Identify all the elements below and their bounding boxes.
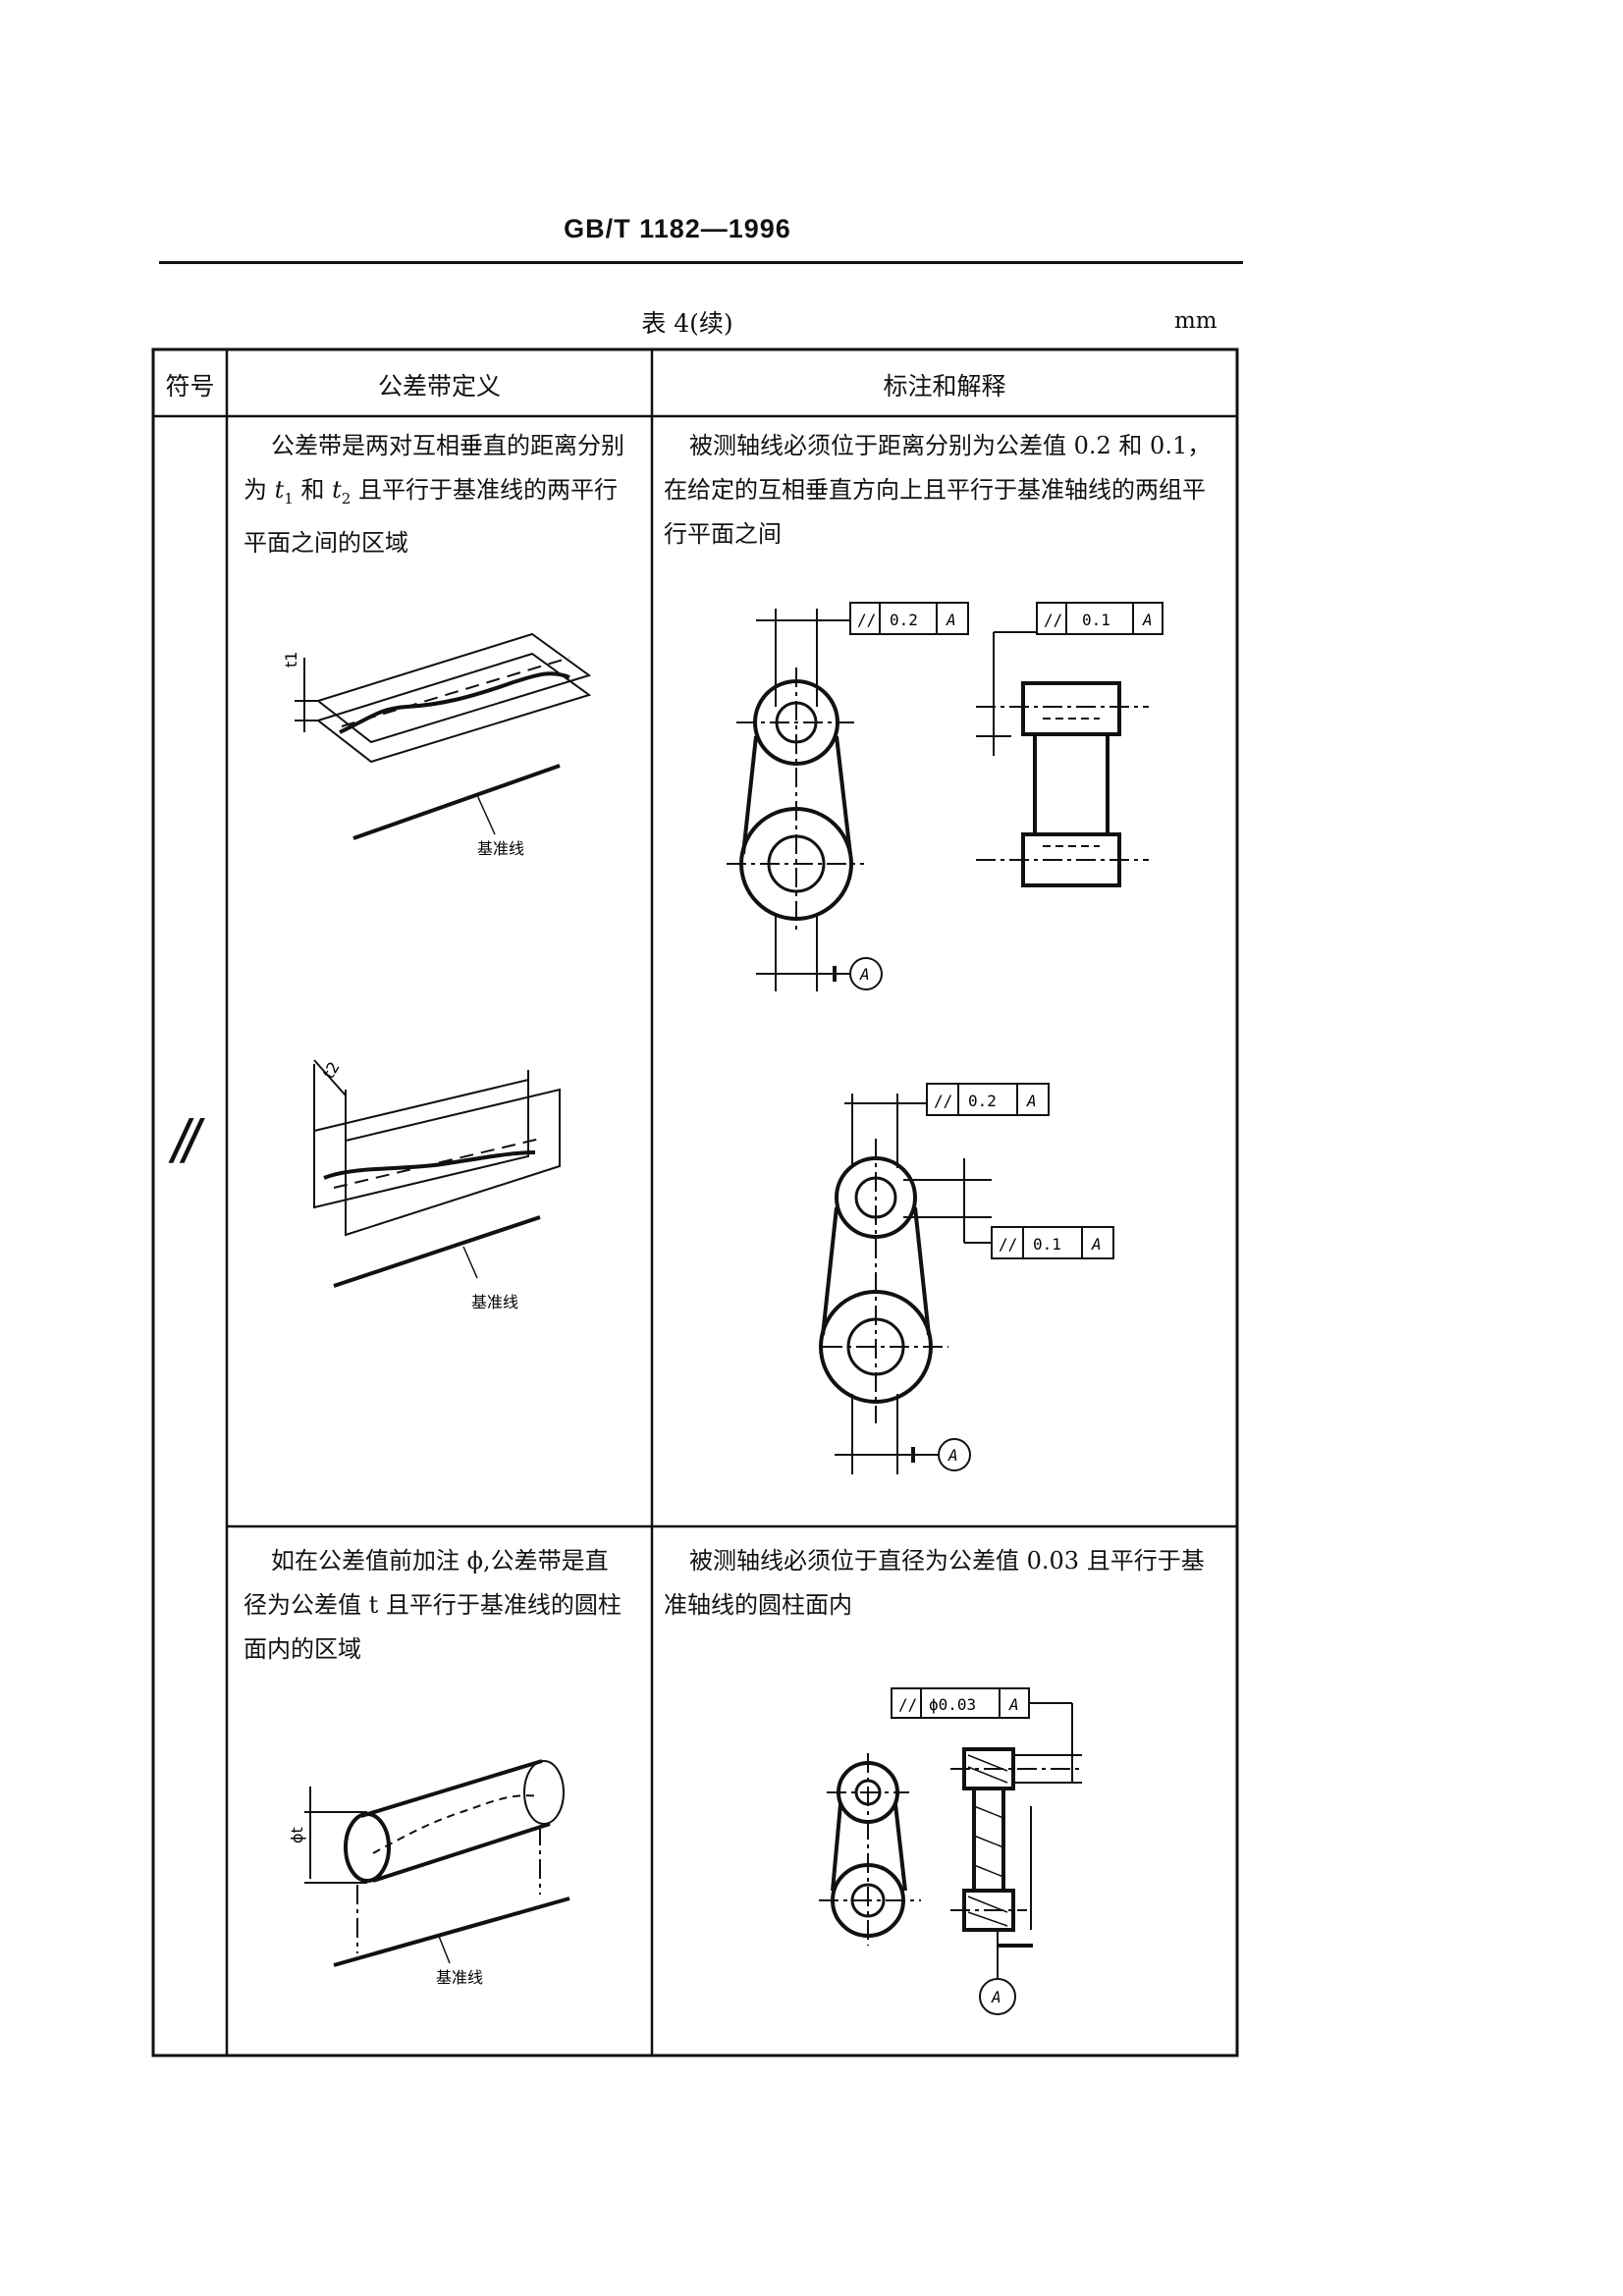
fcf-b-box (1036, 602, 1163, 635)
row2-explanation-line2: 准轴线的圆柱面内 (664, 1591, 852, 1619)
fcf-e-symbol: // (898, 1695, 917, 1714)
fcf-e-datum: A (1008, 1695, 1019, 1714)
table-caption: 表 4(续) (641, 309, 733, 338)
row2-explanation: 被测轴线必须位于直径为公差值 0.03 且平行于基 准轴线的圆柱面内 (664, 1539, 1233, 1628)
zone1-dim-label: t1 (285, 652, 300, 667)
zone1-datum-line (352, 764, 561, 840)
row1-explanation-line2: 在给定的互相垂直方向上且平行于基准轴线的两组平 (664, 476, 1206, 504)
zone2-datum-line (333, 1215, 541, 1288)
datum-a1-circle (849, 957, 883, 990)
row2-definition-line1: 如在公差值前加注 ϕ,公差带是直 (271, 1547, 609, 1575)
fcf-b-symbol: // (1044, 611, 1062, 629)
fcf-e-value: ϕ0.03 (929, 1695, 976, 1714)
fcf-c-value: 0.2 (968, 1092, 997, 1110)
parallelism-symbol: // (172, 1108, 200, 1176)
datum-a1-label: A (859, 965, 870, 984)
datum-a3-label: A (991, 1988, 1001, 2006)
lever-drawing-2: // 0.2 A // 0.1 A A (819, 1083, 1114, 1474)
row1-t1: t (274, 476, 285, 504)
row1-t1-sub: 1 (284, 489, 294, 507)
row1-explanation-line1: 被测轴线必须位于距离分别为公差值 0.2 和 0.1， (689, 432, 1212, 459)
fcf-a-box (849, 602, 969, 635)
lever-drawing-3: // ϕ0.03 A A (819, 1687, 1082, 2015)
fcf-d-box (991, 1226, 1114, 1259)
zone2-plane-back (345, 1088, 561, 1237)
row1-explanation: 被测轴线必须位于距离分别为公差值 0.2 和 0.1， 在给定的互相垂直方向上且… (664, 424, 1233, 557)
fcf-b-value: 0.1 (1082, 611, 1110, 629)
cylinder-datum-label: 基准线 (436, 1968, 483, 1987)
row1-explanation-line3: 行平面之间 (664, 520, 782, 548)
row1-t2-sub: 2 (341, 489, 352, 507)
header-rule (159, 261, 1243, 264)
row1-def-text-a: 为 (243, 476, 275, 504)
row1-def-text-c: 且平行于基准线的两平行 (351, 476, 618, 504)
lever-drawing-1: // 0.2 A // 0.1 A A (727, 602, 1163, 991)
zone1-actual-axis (339, 671, 570, 734)
datum-a2-label: A (947, 1446, 958, 1465)
cylinder-zone-figure: ϕt 基准线 (288, 1759, 570, 1987)
row2-definition: 如在公差值前加注 ϕ,公差带是直 径为公差值 t 且平行于基准线的圆柱 面内的区… (243, 1539, 646, 1672)
fcf-a-value: 0.2 (890, 611, 918, 629)
row1-t2: t (332, 476, 342, 504)
row1-definition: 公差带是两对互相垂直的距离分别 为 t1 和 t2 且平行于基准线的两平行 平面… (243, 424, 646, 565)
cylinder-end-right (523, 1760, 565, 1825)
zone2-datum-label: 基准线 (471, 1293, 518, 1311)
row2-definition-line3: 面内的区域 (243, 1635, 361, 1663)
zone1-datum-label: 基准线 (477, 839, 524, 858)
zone1-plane-upper (315, 632, 592, 744)
datum-a3-circle (979, 1978, 1016, 2015)
zone2-actual-axis (323, 1150, 536, 1180)
zone2-plane-front (313, 1078, 529, 1209)
row1-definition-line2: 为 t1 和 t2 且平行于基准线的两平行 (243, 468, 646, 521)
column-header-definition: 公差带定义 (377, 372, 501, 400)
cylinder-actual-axis (372, 1794, 541, 1854)
tolerance-zone-figure-t2: t2 基准线 (313, 1058, 561, 1311)
fcf-c-datum: A (1026, 1092, 1037, 1110)
datum-a2-circle (938, 1438, 971, 1471)
zone1-axis-dashed (341, 657, 570, 727)
column-header-symbol: 符号 (165, 372, 215, 400)
tolerance-zone-figure-t1: t1 基准线 (285, 632, 592, 858)
row1-def-text-b: 和 (293, 476, 333, 504)
cylinder-end-left (344, 1812, 391, 1883)
lever1-side-top (1021, 681, 1121, 736)
zone1-plane-lower (315, 652, 592, 764)
standard-code: GB/T 1182—1996 (564, 214, 791, 243)
fcf-d-value: 0.1 (1033, 1235, 1061, 1254)
row1-definition-line1: 公差带是两对互相垂直的距离分别 (271, 432, 624, 459)
fcf-d-datum: A (1091, 1235, 1102, 1254)
fcf-c-symbol: // (934, 1092, 952, 1110)
zone2-dim-label: t2 (319, 1058, 344, 1082)
fcf-a-datum: A (946, 611, 956, 629)
fcf-d-symbol: // (999, 1235, 1017, 1254)
fcf-a-symbol: // (857, 611, 876, 629)
column-header-explanation: 标注和解释 (883, 372, 1006, 400)
zone2-axis-dashed (333, 1138, 541, 1189)
row1-definition-line3: 平面之间的区域 (243, 528, 408, 557)
fcf-b-datum: A (1142, 611, 1153, 629)
row2-definition-line2: 径为公差值 t 且平行于基准线的圆柱 (243, 1591, 622, 1619)
cylinder-dim-label: ϕt (288, 1827, 306, 1843)
row2-explanation-line1: 被测轴线必须位于直径为公差值 0.03 且平行于基 (689, 1547, 1205, 1575)
cylinder-datum-line (333, 1896, 570, 1967)
fcf-c-box (926, 1083, 1050, 1116)
table-unit: mm (1174, 308, 1217, 334)
